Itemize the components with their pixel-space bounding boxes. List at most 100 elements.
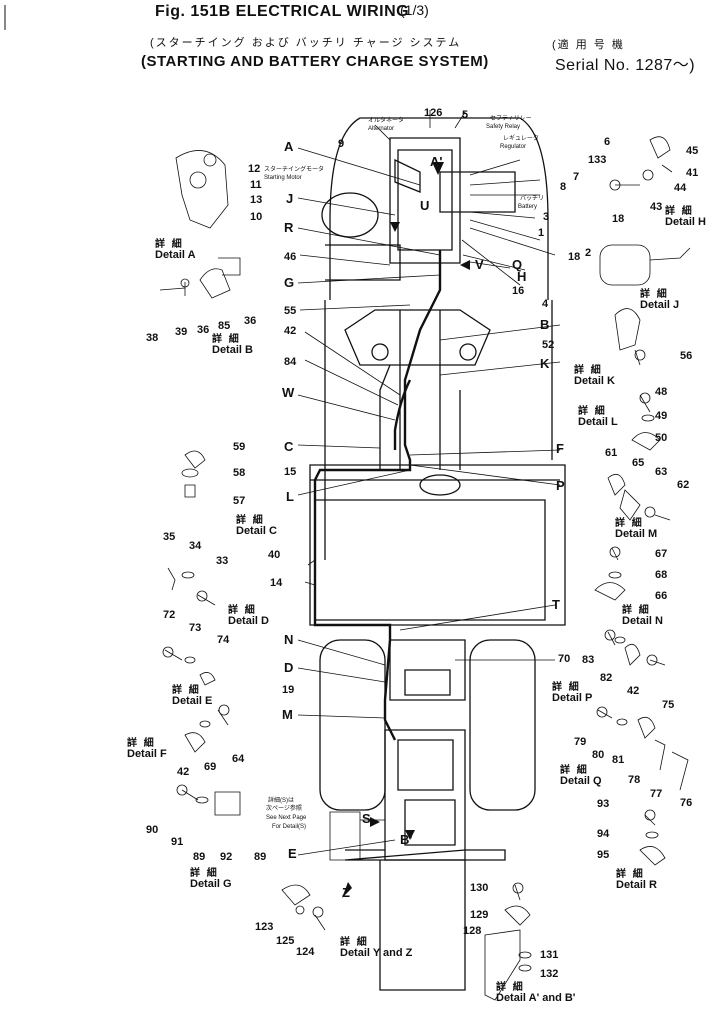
starter-block xyxy=(398,740,453,790)
fan-disc xyxy=(322,193,378,237)
callout: 56 xyxy=(680,350,693,362)
arrow-left-icon xyxy=(460,260,470,270)
upper-frame-outline xyxy=(330,118,548,300)
next-page-en-1: See Next Page xyxy=(266,815,307,821)
letter-b: B xyxy=(540,317,550,332)
callout: 81 xyxy=(612,754,625,766)
safety-relay-jp: セフティリレー xyxy=(490,116,532,122)
arrow-up-icon xyxy=(342,882,352,898)
callout: 124 xyxy=(296,946,315,958)
callout: 84 xyxy=(284,356,297,368)
callout: 91 xyxy=(171,836,184,848)
callout: 42 xyxy=(627,685,640,697)
letter-v: V xyxy=(475,257,484,272)
callout: 95 xyxy=(597,849,610,861)
next-page-jp-1: 詳細(S)は xyxy=(268,798,294,804)
starter-lower xyxy=(405,800,455,845)
letter-z: Z xyxy=(342,885,350,900)
jp-subtitle: (スターチイング および バッチリ チャージ システム xyxy=(150,37,462,49)
callout: 18 xyxy=(568,251,581,263)
detail-s-pointer xyxy=(330,812,385,860)
starting-motor-label: Starting Motor xyxy=(264,175,302,181)
callout: 33 xyxy=(216,555,229,567)
bolt-hole-2 xyxy=(460,344,476,360)
battery-label: Battery xyxy=(518,204,538,210)
starting-motor-jp: スターチイングモータ xyxy=(264,167,325,173)
callout: 43 xyxy=(650,201,663,213)
letter-s: S xyxy=(362,811,371,826)
callout: 15 xyxy=(284,466,297,478)
callout: 75 xyxy=(662,699,675,711)
callout: 50 xyxy=(655,432,668,444)
callout: 74 xyxy=(217,634,230,646)
callout: 64 xyxy=(232,753,245,765)
callout: 16 xyxy=(512,285,525,297)
callout: 66 xyxy=(655,590,668,602)
figure-title: Fig. 151B ELECTRICAL WIRING xyxy=(155,3,410,20)
callout: 38 xyxy=(146,332,159,344)
left-wheel xyxy=(320,640,385,810)
letter-a: A xyxy=(284,139,294,154)
callout: 85 xyxy=(218,320,231,332)
relay-sketch xyxy=(600,245,650,285)
callout: 63 xyxy=(655,466,668,478)
callout: 93 xyxy=(597,798,610,810)
callout: 133 xyxy=(588,154,607,166)
callout: 8 xyxy=(560,181,567,193)
bracket-128 xyxy=(485,930,520,1000)
arrow-down-icon xyxy=(390,222,400,232)
bracket-36 xyxy=(218,258,240,275)
callout: 70 xyxy=(558,653,571,665)
arrow-down-icon xyxy=(432,162,444,175)
callout: 90 xyxy=(146,824,159,836)
callout: 58 xyxy=(233,467,246,479)
letter-u: U xyxy=(420,198,430,213)
battery-jp: バッチリ xyxy=(520,196,545,202)
safety-relay-label: Safety Relay xyxy=(486,124,521,130)
callout: 129 xyxy=(470,909,489,921)
callout: 80 xyxy=(592,749,605,761)
callout: 57 xyxy=(233,495,246,507)
callout: 52 xyxy=(542,339,555,351)
center-bracket xyxy=(345,310,490,365)
callout: 72 xyxy=(163,609,176,621)
callout: 41 xyxy=(686,167,699,179)
letter-t: T xyxy=(552,597,560,612)
callout: 130 xyxy=(470,882,489,894)
callout: 132 xyxy=(540,968,559,980)
callout: 3 xyxy=(543,211,550,223)
callout: 14 xyxy=(270,577,283,589)
callout: 61 xyxy=(605,447,618,459)
letter-d: D xyxy=(284,660,294,675)
callout: 36 xyxy=(244,315,257,327)
arrow-right-icon xyxy=(370,817,380,827)
letter-e: E xyxy=(288,846,297,861)
serial-number: Serial No. 1287～) xyxy=(555,57,696,74)
callout: 82 xyxy=(600,672,613,684)
letter-p: P xyxy=(556,478,565,493)
callout: 65 xyxy=(632,457,645,469)
letter-f: F xyxy=(556,441,564,456)
callout: 79 xyxy=(574,736,587,748)
callout: 92 xyxy=(220,851,233,863)
callout: 62 xyxy=(677,479,690,491)
callout: 55 xyxy=(284,305,297,317)
callout: 7 xyxy=(573,171,580,183)
callout: 12 xyxy=(248,163,261,175)
branch-harness xyxy=(395,380,410,450)
callout: 49 xyxy=(655,410,668,422)
callout: 123 xyxy=(255,921,274,933)
letter-g: G xyxy=(284,275,295,290)
callout: 13 xyxy=(250,194,263,206)
